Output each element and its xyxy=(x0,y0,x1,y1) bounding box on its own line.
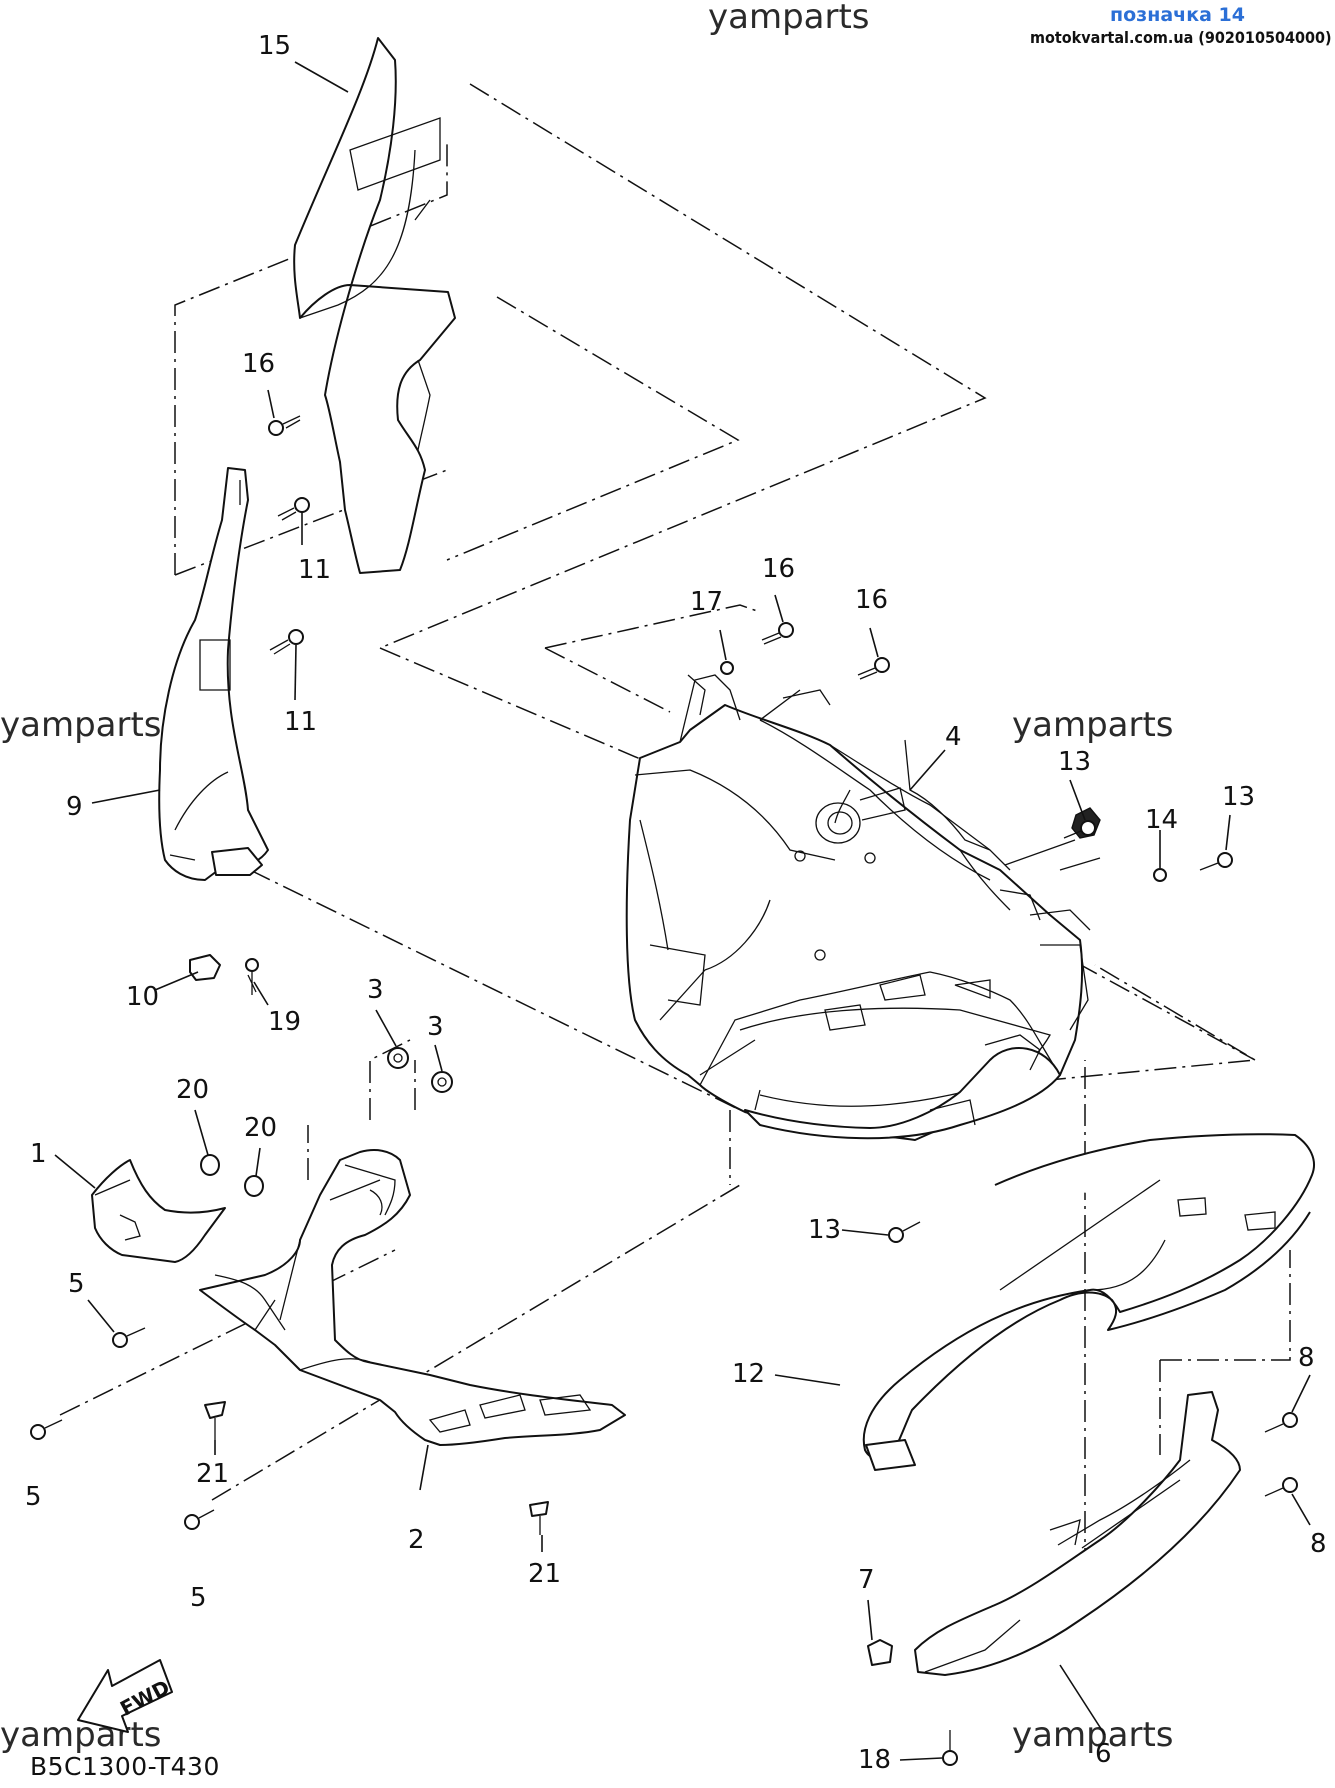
watermark-bottom-right: yamparts xyxy=(1012,1715,1174,1755)
fwd-arrow xyxy=(77,1659,173,1733)
callout-6: 6 xyxy=(1095,1739,1112,1769)
callout-11: 11 xyxy=(284,707,317,737)
callout-15: 15 xyxy=(258,31,291,61)
part-2-bottom-cover-bracket xyxy=(199,1149,626,1446)
watermark-bottom-left: yamparts xyxy=(0,1715,162,1755)
callout-2: 2 xyxy=(408,1525,425,1555)
part-9-inner-side-panel xyxy=(158,467,269,881)
part-7-clip xyxy=(867,1639,893,1666)
fasteners xyxy=(30,415,1298,1766)
watermark-top: yamparts xyxy=(708,0,870,37)
callout-13: 13 xyxy=(1222,782,1255,812)
callout-3: 3 xyxy=(367,975,384,1005)
part-6-lower-cowl xyxy=(914,1391,1241,1676)
callout-8: 8 xyxy=(1310,1529,1327,1559)
callout-20: 20 xyxy=(244,1113,277,1143)
tag-title: позначка 14 xyxy=(1110,4,1245,26)
watermark-right: yamparts xyxy=(1012,705,1174,745)
part-1-front-under-cover xyxy=(91,1159,226,1263)
callout-8: 8 xyxy=(1298,1343,1315,1373)
callout-20: 20 xyxy=(176,1075,209,1105)
part-4-headlight-assembly xyxy=(625,674,1101,1141)
callout-21: 21 xyxy=(196,1459,229,1489)
callout-10: 10 xyxy=(126,982,159,1012)
diagram-code: B5C1300-T430 xyxy=(30,1752,220,1781)
callout-17: 17 xyxy=(690,587,723,617)
callout-13: 13 xyxy=(1058,747,1091,777)
callout-14: 14 xyxy=(1145,805,1178,835)
callout-3: 3 xyxy=(427,1012,444,1042)
callout-16: 16 xyxy=(242,349,275,379)
part-10-clip xyxy=(189,954,221,981)
part-12-side-cowl xyxy=(862,1133,1315,1471)
callout-21: 21 xyxy=(528,1559,561,1589)
callout-5: 5 xyxy=(68,1269,85,1299)
callout-1: 1 xyxy=(30,1139,47,1169)
callout-12: 12 xyxy=(732,1359,765,1389)
tag-site-reference: motokvartal.com.ua (902010504000) xyxy=(1030,28,1332,47)
callout-5: 5 xyxy=(190,1583,207,1613)
callout-11: 11 xyxy=(298,555,331,585)
callouts: 15 16 11 11 9 10 19 17 16 16 4 13 14 13 … xyxy=(25,31,1327,1775)
callout-7: 7 xyxy=(858,1565,875,1595)
callout-19: 19 xyxy=(268,1007,301,1037)
callout-18: 18 xyxy=(858,1745,891,1775)
callout-4: 4 xyxy=(945,722,962,752)
part-15-upper-side-cover xyxy=(293,37,456,574)
callout-13: 13 xyxy=(808,1215,841,1245)
callout-16: 16 xyxy=(762,554,795,584)
callout-9: 9 xyxy=(66,792,83,822)
leader-lines xyxy=(54,61,1311,1761)
callout-5: 5 xyxy=(25,1482,42,1512)
callout-16: 16 xyxy=(855,585,888,615)
watermark-left: yamparts xyxy=(0,705,162,745)
